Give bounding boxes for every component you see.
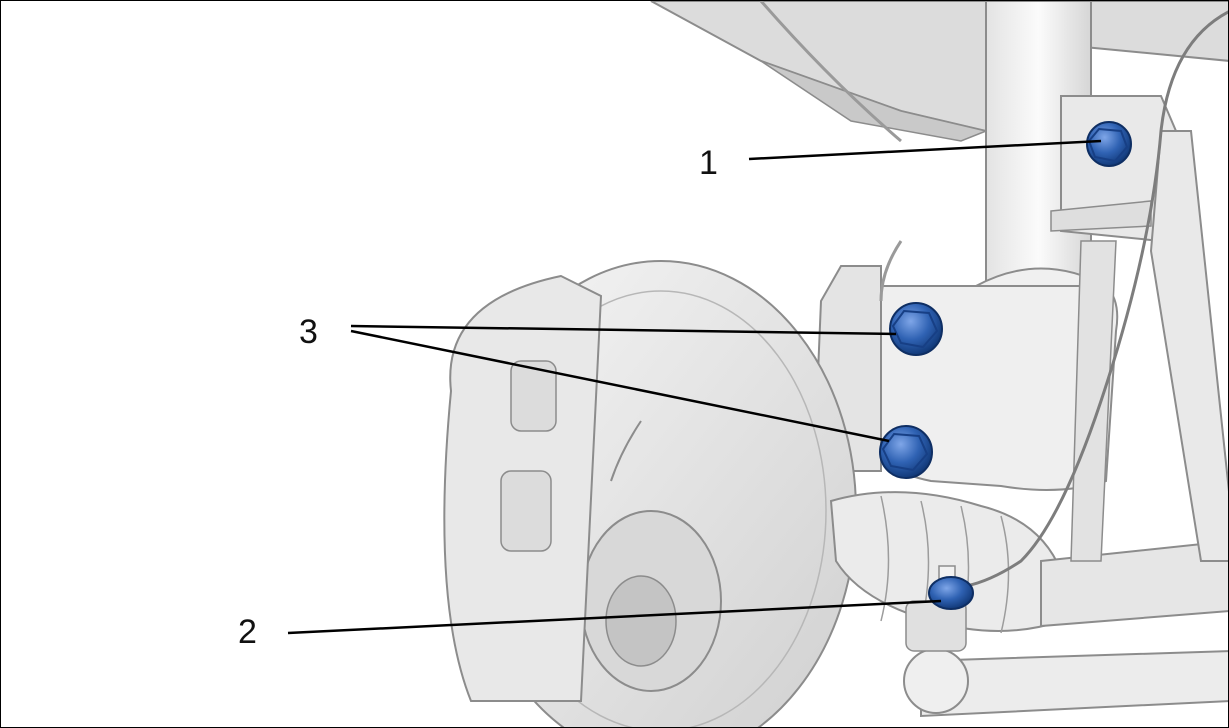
leader-line-3a: [350, 324, 897, 336]
sensor-wire: [965, 10, 1228, 588]
bolt-3-upper: [889, 302, 943, 356]
callout-1: 1: [699, 144, 718, 182]
brake-line: [759, 1, 902, 143]
leader-line-3b: [350, 329, 890, 443]
leader-line-1: [748, 139, 1102, 161]
nut-2: [928, 565, 974, 610]
brake-caliper: [443, 274, 603, 702]
callout-3: 3: [299, 313, 318, 351]
bolt-3-lower: [879, 425, 933, 479]
lower-arm: [903, 540, 1228, 718]
leader-line-2: [287, 599, 942, 635]
callout-2: 2: [238, 613, 257, 651]
bolt-1: [1086, 121, 1132, 167]
strut-clamp: [814, 265, 1119, 491]
subframe: [1070, 130, 1228, 562]
